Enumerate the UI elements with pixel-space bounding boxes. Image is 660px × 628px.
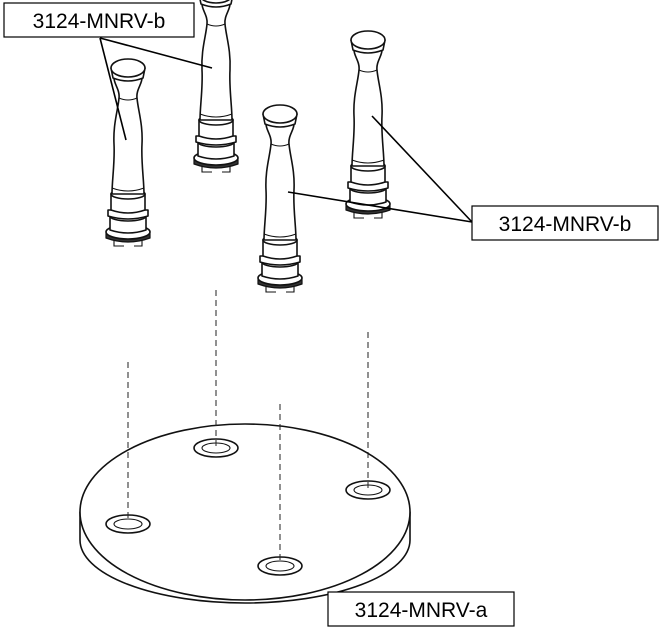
handle-front-right <box>257 104 303 293</box>
callout-right-label: 3124-MNRV-b <box>499 213 632 236</box>
handle-back-right <box>345 30 391 219</box>
callout-top-left: 3124-MNRV-b <box>3 2 195 38</box>
base-hole-2 <box>193 438 239 458</box>
alignment-lines <box>127 290 369 564</box>
callout-bottom: 3124-MNRV-a <box>327 591 515 627</box>
base-plate <box>79 423 411 604</box>
handle-back-left <box>193 0 239 173</box>
leader-lines <box>99 37 473 223</box>
callout-top-left-label: 3124-MNRV-b <box>33 10 166 33</box>
callout-right: 3124-MNRV-b <box>471 205 659 241</box>
base-hole-3 <box>345 480 391 500</box>
callout-bottom-label: 3124-MNRV-a <box>355 599 488 622</box>
